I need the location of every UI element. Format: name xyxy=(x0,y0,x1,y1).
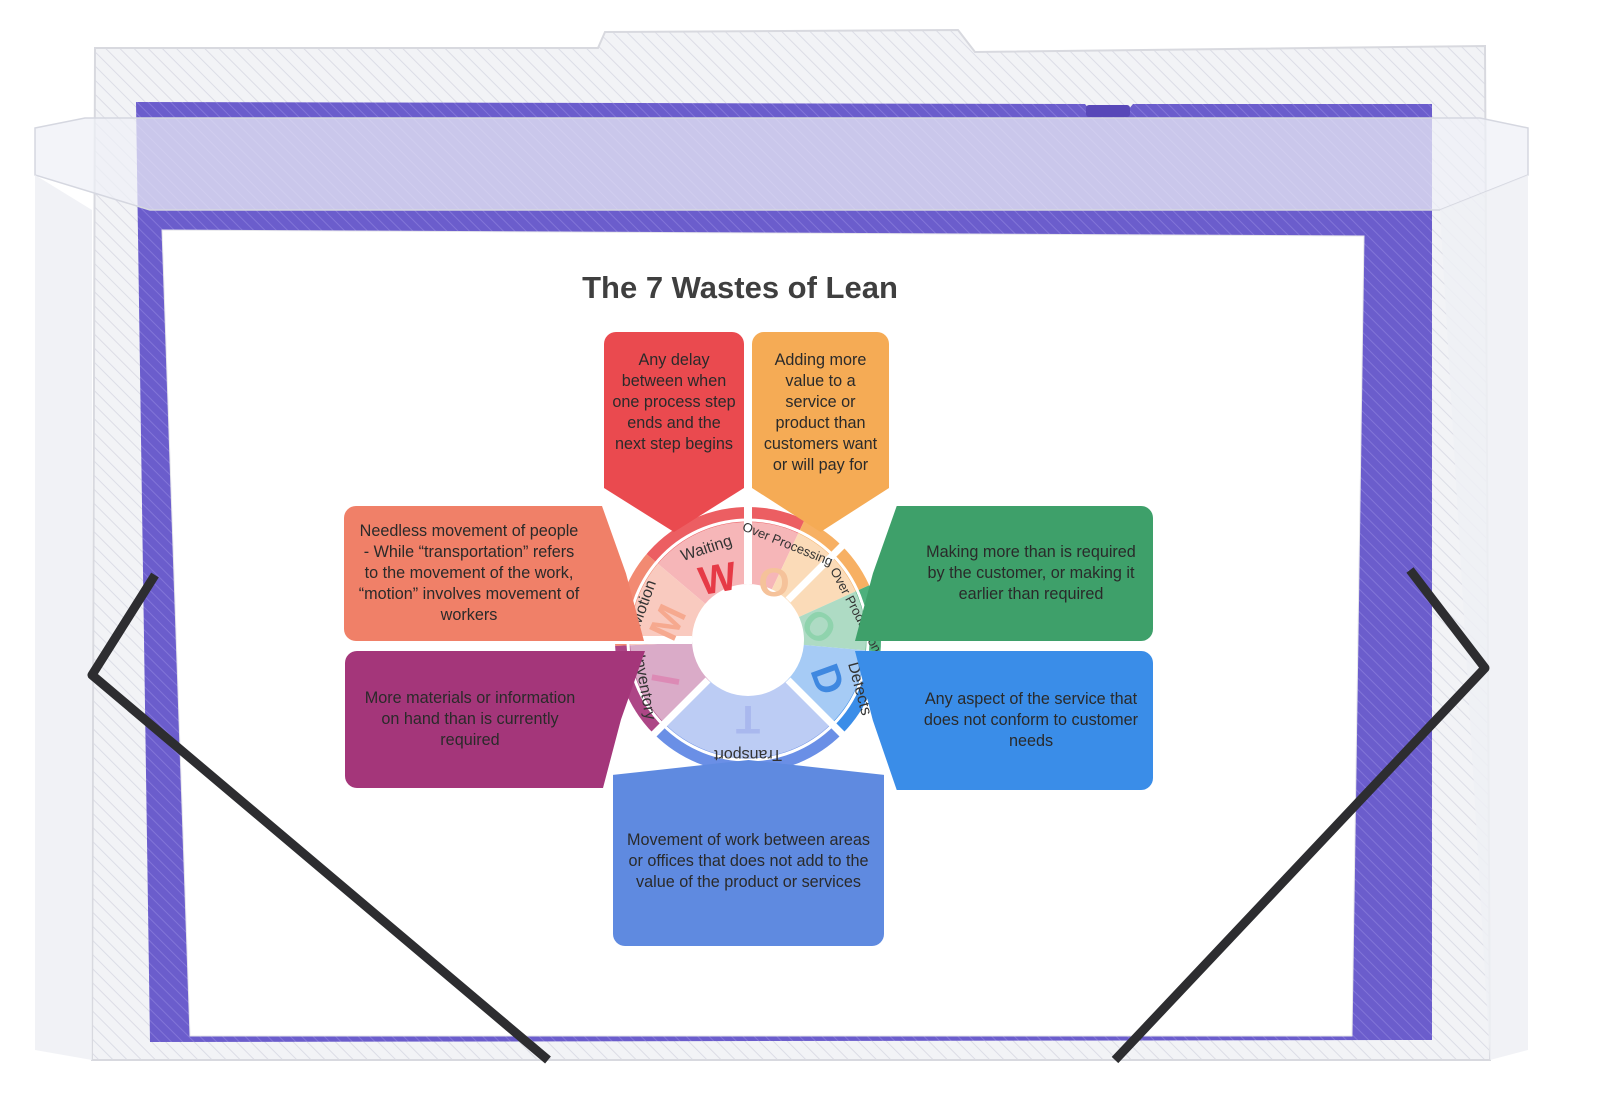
waste-desc-over-processing: Adding more value to a service or produc… xyxy=(763,351,878,474)
waste-box-waiting: Any delay between when one process step … xyxy=(604,332,744,532)
folder-tab-slot xyxy=(1086,105,1130,117)
label-transport: Transport xyxy=(714,746,782,763)
waste-box-defects: Any aspect of the service that does not … xyxy=(855,651,1153,790)
waste-desc-motion: Needless movement of people - While “tra… xyxy=(358,522,580,624)
folder-right-edge xyxy=(1440,175,1528,1060)
waste-box-over-processing: Adding more value to a service or produc… xyxy=(752,332,889,532)
letter-o-processing: O xyxy=(758,561,789,605)
letter-t: T xyxy=(736,697,760,741)
waste-box-over-production: Making more than is required by the cust… xyxy=(855,506,1153,641)
waste-box-motion: Needless movement of people - While “tra… xyxy=(344,506,644,641)
waste-desc-over-production: Making more than is required by the cust… xyxy=(926,543,1136,603)
letter-w: W xyxy=(695,554,740,604)
waste-box-inventory: More materials or information on hand th… xyxy=(345,651,645,788)
elastic-band xyxy=(87,567,1490,1064)
folder-front-flap xyxy=(34,117,1529,211)
waste-desc-transport: Movement of work between areas or office… xyxy=(627,831,870,891)
waste-desc-defects: Any aspect of the service that does not … xyxy=(923,690,1139,750)
folder-left-edge xyxy=(35,175,92,1060)
waste-desc-waiting: Any delay between when one process step … xyxy=(612,351,736,453)
waste-wheel xyxy=(588,480,887,779)
waste-box-transport: Movement of work between areas or office… xyxy=(613,760,884,946)
paper-title: The 7 Wastes of Lean xyxy=(582,270,898,305)
waste-desc-inventory: More materials or information on hand th… xyxy=(364,689,576,749)
